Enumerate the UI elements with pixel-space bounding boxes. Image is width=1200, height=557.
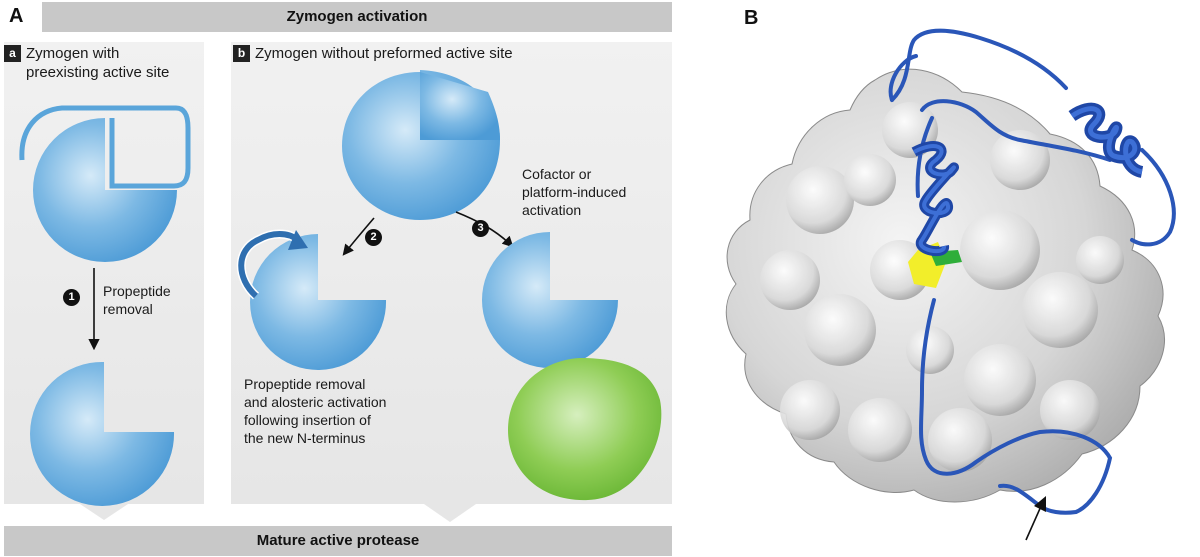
pointer-arrow-line (1025, 503, 1043, 541)
helix-right (1068, 102, 1144, 178)
zymogen-a-body (33, 118, 177, 262)
panel-a-letter: A (9, 5, 24, 27)
propeptide-loop (19, 105, 191, 189)
allosteric-line1: Propeptide removal (244, 376, 366, 392)
subpanel-a-title-line2: preexisting active site (26, 64, 170, 81)
step3-label-line3: activation (522, 202, 582, 218)
surface-bumps (760, 102, 1124, 472)
allosteric-line4: the new N-terminus (244, 430, 366, 446)
step3-label-line1: Cofactor or (522, 166, 592, 182)
subpanel-b-tag: b (233, 45, 250, 62)
n-terminus-arrowhead (288, 230, 308, 250)
pointer-arrow-head (1034, 496, 1046, 512)
panel-a-diagram (19, 70, 662, 506)
step1-label-line1: Propeptide (103, 283, 171, 299)
allosteric-line2: and alosteric activation (244, 394, 387, 410)
cofactor-protease (482, 232, 618, 368)
allosteric-line3: following insertion of (244, 412, 371, 428)
step1-label-line2: removal (103, 301, 153, 317)
step2-badge: 2 (365, 229, 382, 246)
panel-b-letter: B (744, 7, 759, 29)
zymogen-b-top-lobe (420, 72, 500, 140)
subpanel-a-tag: a (4, 45, 21, 62)
n-terminus-arrow (238, 231, 300, 299)
pointer-b (424, 504, 476, 522)
helix-left (911, 141, 959, 257)
subpanel-b-title: Zymogen without preformed active site (255, 45, 513, 62)
protein-structure (725, 28, 1176, 541)
step3-badge: 3 (472, 220, 489, 237)
step1-badge: 1 (63, 289, 80, 306)
mature-protease-a (30, 361, 175, 506)
step3-label-line2: platform-induced (522, 184, 627, 200)
bottom-pointers (80, 504, 476, 522)
pointer-a (80, 504, 128, 520)
mature-protease-footer: Mature active protease (4, 526, 672, 556)
zymogen-activation-header: Zymogen activation (42, 2, 672, 32)
arrow-step2 (342, 217, 375, 256)
cofactor-platform (508, 358, 662, 501)
allosteric-protease (250, 234, 387, 370)
subpanel-a-title-line1: Zymogen with (26, 45, 120, 62)
